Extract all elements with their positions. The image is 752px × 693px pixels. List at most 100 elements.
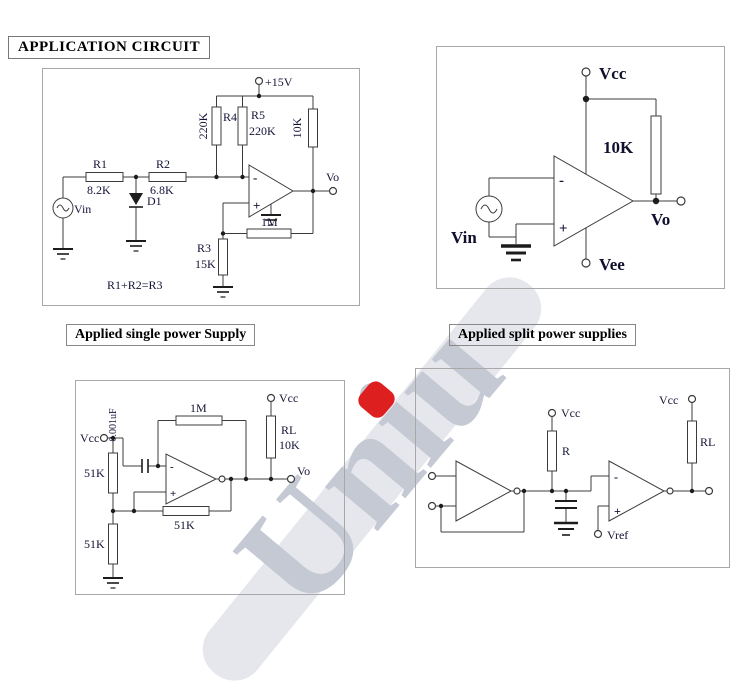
opamp-right-plus: +	[614, 504, 621, 518]
opamp-plus: +	[253, 198, 260, 213]
capacitor	[555, 500, 577, 509]
resistor-r4: 220K R4	[196, 106, 237, 146]
sine-icon	[56, 204, 70, 212]
resistor-1m: 1M	[246, 215, 292, 239]
r5-name: R5	[251, 108, 265, 122]
circuit-bottom-left-diagram: Vcc RL 10K 1M Vcc 0.001uF 51K 51K	[80, 391, 310, 589]
opamp: - +	[165, 453, 218, 505]
circuit-split-supply: Vcc 10K - + Vin Vo Vee	[436, 46, 725, 289]
feedback-value: 1M	[261, 215, 278, 229]
resistor-rl: RL 10K	[266, 415, 300, 459]
r1-value: 8.2K	[87, 183, 111, 197]
opamp-right-minus: -	[614, 470, 618, 484]
page-title: APPLICATION CIRCUIT	[8, 36, 211, 59]
opamp-plus: +	[170, 488, 176, 500]
vee-terminal: Vee	[581, 255, 625, 274]
rl-value: 10K	[279, 438, 300, 452]
vcc-right-label: Vcc	[279, 391, 298, 405]
resistor-r2: R2 6.8K	[148, 157, 187, 197]
resistor-r5: R5 220K	[237, 106, 276, 146]
circuit-bottom-left: Vcc RL 10K 1M Vcc 0.001uF 51K 51K	[75, 380, 345, 595]
output-terminal	[704, 486, 714, 496]
wires-and-junctions	[435, 402, 706, 533]
ground-d1	[126, 240, 146, 252]
vee-label: Vee	[599, 255, 625, 274]
wires-and-junctions	[107, 401, 288, 578]
diode-d1: D1	[129, 193, 162, 208]
wires-and-junctions	[62, 84, 330, 287]
resistor-r3: R3 15K	[195, 238, 228, 276]
ac-source-vin: Vin	[451, 195, 503, 247]
r1-name: R1	[93, 157, 107, 171]
opamp: - +	[248, 164, 294, 218]
output-terminal: Vo	[326, 170, 339, 196]
r4-name: R4	[223, 110, 237, 124]
resistor-10k: 10K	[603, 115, 662, 195]
opamp-plus: +	[559, 221, 568, 237]
resistor-51k-top: 51K	[84, 452, 118, 494]
circuit-bottom-right: Vcc R - + Vref Vcc	[415, 368, 730, 568]
vo-label: Vo	[326, 170, 339, 184]
circuit-bottom-right-diagram: Vcc R - + Vref Vcc	[427, 393, 715, 542]
ground-r3	[213, 286, 233, 298]
pullup-value: 10K	[290, 117, 304, 138]
opamp-right-output-pin	[666, 487, 674, 495]
resistor-10k-pullup: 10K	[290, 108, 318, 148]
r-series-value: 51K	[174, 518, 195, 532]
opamp-left	[455, 460, 513, 522]
input-terminal-top	[427, 471, 437, 481]
output-terminal: Vo	[651, 196, 686, 229]
vcc-left-label: Vcc	[80, 431, 99, 445]
circuit-single-supply: +15V 220K R4 R5 220K 10K Vin R	[42, 68, 360, 306]
sine-icon	[480, 204, 498, 214]
page: Uniu APPLICATION CIRCUIT Applied single …	[8, 36, 730, 693]
opamp-right: - +	[608, 460, 666, 522]
cap-value: 0.001uF	[108, 408, 119, 442]
load-value: 10K	[603, 138, 634, 157]
vcc-right-label: Vcc	[659, 393, 678, 407]
resistor-r: R	[547, 430, 570, 472]
r-name: R	[562, 444, 570, 458]
watermark-red-dot	[354, 377, 399, 422]
vcc-mid-label: Vcc	[561, 406, 580, 420]
vin-label: Vin	[451, 228, 477, 247]
supply-terminal: +15V	[254, 75, 293, 89]
vcc-label: Vcc	[599, 64, 627, 83]
caption-split-supply: Applied split power supplies	[449, 324, 636, 346]
ac-source-vin: Vin	[52, 197, 91, 219]
circuit-single-supply-diagram: +15V 220K R4 R5 220K 10K Vin R	[52, 75, 339, 298]
wires-and-junctions	[488, 76, 677, 259]
vin-label: Vin	[74, 202, 91, 216]
ground	[501, 244, 531, 262]
rl-name: RL	[700, 435, 715, 449]
vo-label: Vo	[651, 210, 670, 229]
opamp: - +	[553, 155, 635, 247]
vcc-right-terminal: Vcc	[266, 391, 298, 405]
rl-name: RL	[281, 423, 296, 437]
note-label: R1+R2=R3	[107, 278, 163, 292]
r5-value: 220K	[249, 124, 276, 138]
ground-divider	[103, 577, 123, 589]
resistor-r1: R1 8.2K	[85, 157, 124, 197]
input-terminal-bottom	[427, 501, 437, 511]
vo-label: Vo	[297, 464, 310, 478]
ground-vin	[53, 248, 73, 260]
d1-name: D1	[147, 194, 162, 208]
r2-name: R2	[156, 157, 170, 171]
resistor-rl: RL	[687, 420, 715, 464]
r-top-value: 51K	[84, 466, 105, 480]
r2-value: 6.8K	[150, 183, 174, 197]
opamp-left-output-pin	[513, 487, 521, 495]
resistor-1m: 1M	[175, 401, 223, 426]
ground-cap	[554, 521, 578, 536]
opamp-minus: -	[253, 170, 257, 185]
vref-terminal: Vref	[593, 528, 628, 542]
r3-value: 15K	[195, 257, 216, 271]
caption-single-supply: Applied single power Supply	[66, 324, 256, 346]
opamp-minus: -	[170, 461, 174, 473]
r-bottom-value: 51K	[84, 537, 105, 551]
vcc-terminal: Vcc	[581, 64, 627, 83]
resistor-51k-series: 51K	[162, 506, 210, 532]
feedback-value: 1M	[190, 401, 207, 415]
opamp-minus: -	[559, 173, 564, 189]
